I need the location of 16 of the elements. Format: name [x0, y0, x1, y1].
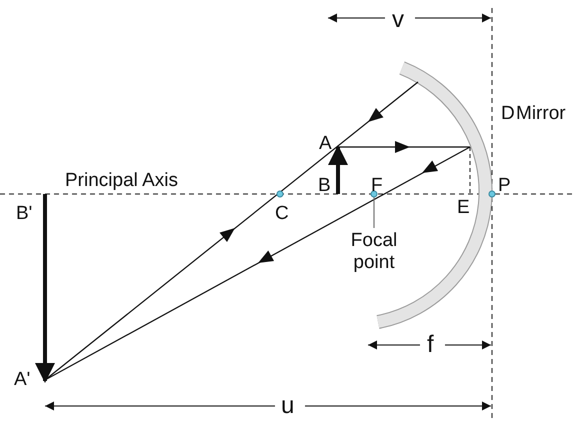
point-label: B': [16, 204, 32, 223]
focal-point-label: Focal point: [339, 230, 409, 274]
mirror-label: Mirror: [516, 104, 566, 123]
dimension-label: u: [281, 394, 294, 418]
point-label: E: [457, 198, 470, 217]
point-label: A: [319, 134, 332, 153]
point-label: D: [501, 104, 515, 123]
point-label: A': [14, 370, 30, 389]
point-label: P: [498, 176, 511, 195]
point-label: C: [275, 204, 289, 223]
point-marker: [370, 190, 378, 198]
point-label: B: [318, 176, 331, 195]
dimension-label: v: [392, 8, 404, 32]
axis-label: Principal Axis: [65, 171, 178, 190]
dimension-label: f: [427, 333, 434, 357]
point-label: F: [371, 176, 383, 195]
